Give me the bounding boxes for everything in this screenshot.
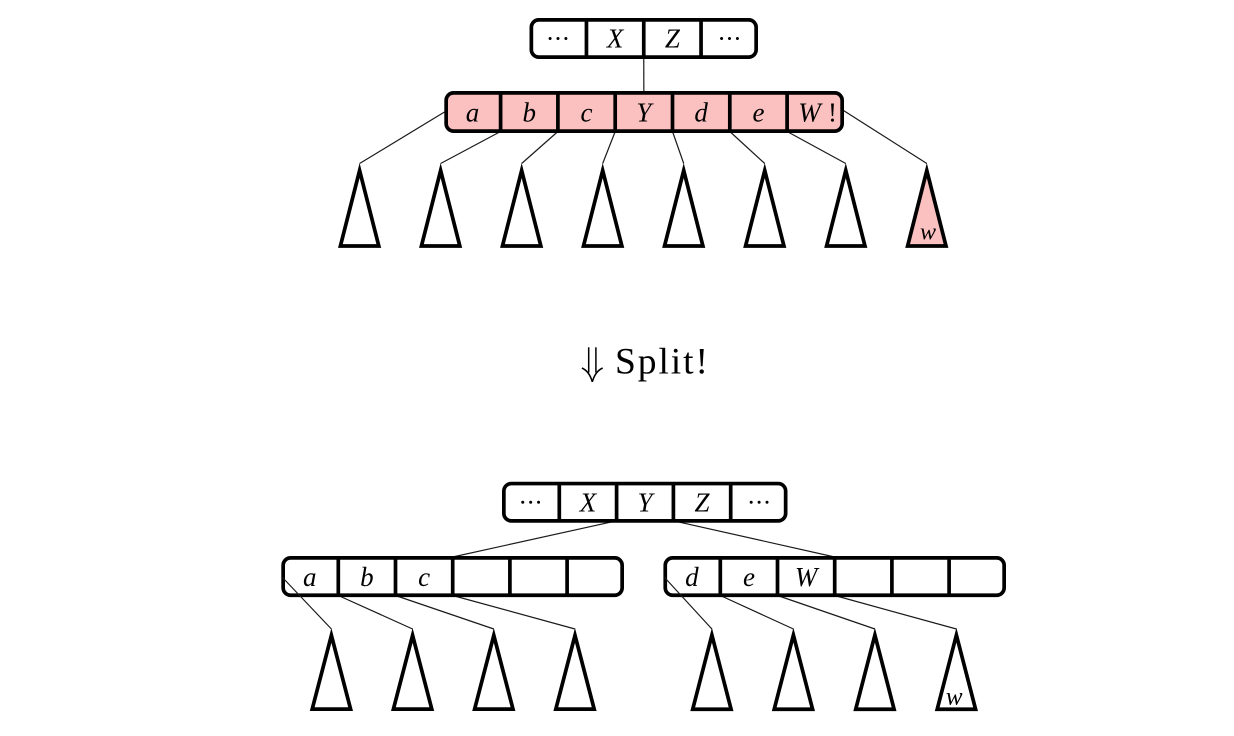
svg-text:W: W xyxy=(795,562,820,592)
svg-text:c: c xyxy=(418,562,430,592)
svg-text:Y: Y xyxy=(636,97,654,127)
svg-text:w: w xyxy=(946,684,963,711)
svg-text:w: w xyxy=(920,220,936,246)
svg-text:b: b xyxy=(523,97,537,127)
svg-text:Y: Y xyxy=(637,488,655,518)
svg-text:e: e xyxy=(752,97,764,127)
svg-text:Z: Z xyxy=(665,24,681,54)
svg-text:X: X xyxy=(606,24,625,54)
svg-text:Split!: Split! xyxy=(615,342,708,383)
svg-text:a: a xyxy=(466,97,480,127)
svg-text:W: W xyxy=(798,97,823,127)
svg-text:X: X xyxy=(579,488,598,518)
svg-text:a: a xyxy=(303,562,317,592)
svg-text:!: ! xyxy=(828,97,837,127)
svg-text:e: e xyxy=(743,562,755,592)
svg-text:d: d xyxy=(694,97,708,127)
svg-text:c: c xyxy=(581,97,593,127)
svg-text:d: d xyxy=(685,562,699,592)
svg-text:b: b xyxy=(360,562,374,592)
svg-text:Z: Z xyxy=(695,488,711,518)
